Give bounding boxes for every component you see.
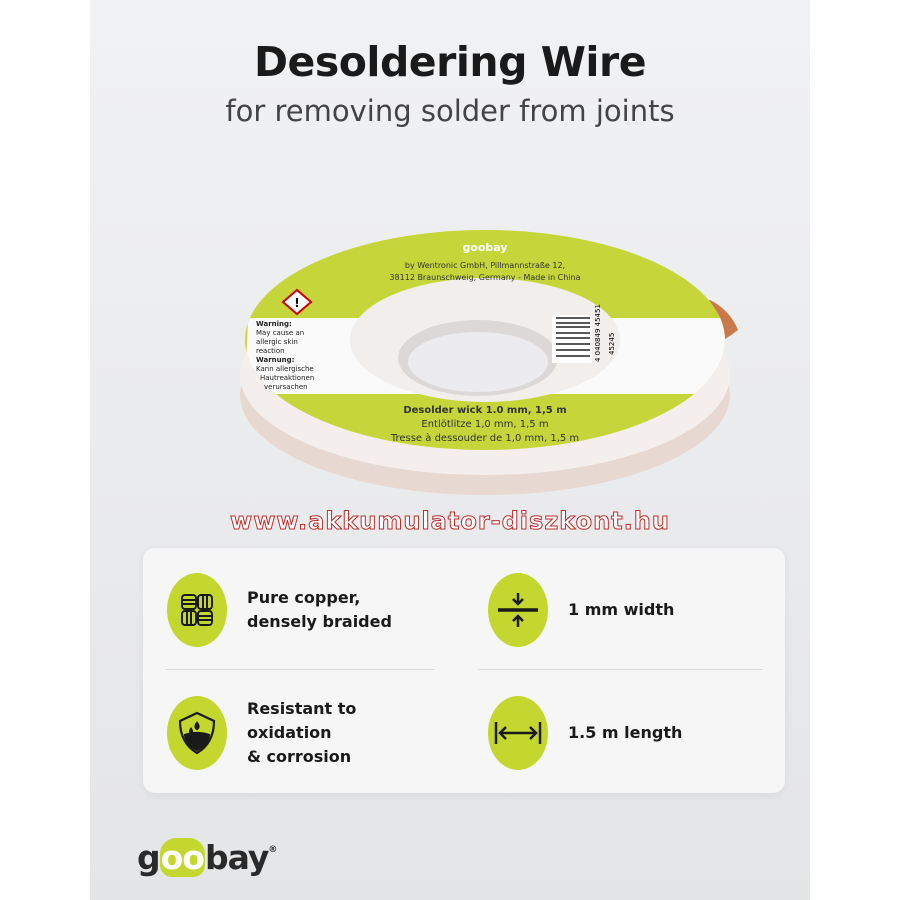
feature-text: Resistant to oxidation & corrosion [247, 699, 357, 766]
feature-resistant: Resistant to oxidation & corrosion [167, 696, 356, 770]
spool-maker: by Wentronic GmbH, Pillmannstraße 12, [405, 261, 565, 270]
svg-text:reaction: reaction [256, 347, 285, 355]
feature-text: 1.5 m length [568, 723, 683, 742]
spool-barcode-number: 4 040849 45451 [594, 304, 602, 362]
spool-address: 38112 Braunschweig, Germany - Made in Ch… [389, 273, 580, 282]
shield-drop-icon [167, 696, 227, 770]
svg-text:verursachen: verursachen [264, 383, 308, 391]
barcode [556, 317, 590, 357]
svg-text:Entlötlitze 1,0 mm, 1,5 m: Entlötlitze 1,0 mm, 1,5 m [421, 419, 548, 430]
goobay-logo: goobay® goobay [137, 838, 277, 877]
feature-text: 1 mm width [568, 600, 675, 619]
svg-text:Hautreaktionen: Hautreaktionen [260, 374, 314, 382]
page-subtitle: for removing solder from joints [225, 94, 675, 128]
width-arrows-icon [488, 573, 548, 647]
spool-product-label: Desolder wick 1.0 mm, 1,5 m Entlötlitze … [390, 405, 579, 444]
features-card: Pure copper, densely braided 1 mm width … [143, 548, 785, 793]
braid-icon [167, 573, 227, 647]
feature-length: 1.5 m length [488, 696, 682, 770]
page-title: Desoldering Wire [253, 38, 647, 86]
svg-text:Warnung:: Warnung: [256, 356, 295, 364]
feature-width: 1 mm width [488, 573, 674, 647]
feature-braided: Pure copper, densely braided [167, 573, 392, 647]
svg-text:allergic skin: allergic skin [256, 338, 298, 346]
length-arrow-icon [488, 696, 548, 770]
svg-text:Warning:: Warning: [256, 320, 292, 328]
svg-text:May cause an: May cause an [256, 329, 304, 337]
divider [478, 669, 763, 670]
feature-text: Pure copper, densely braided [247, 588, 392, 631]
svg-text:!: ! [294, 296, 299, 310]
svg-text:Desolder wick 1.0 mm, 1,5 m: Desolder wick 1.0 mm, 1,5 m [403, 405, 566, 416]
divider [165, 669, 435, 670]
hazard-icon [281, 288, 313, 316]
watermark: www.akkumulator-diszkont.hu [230, 507, 670, 536]
svg-text:Kann allergische: Kann allergische [256, 365, 314, 373]
svg-text:Tresse à dessouder de 1,0 mm,: Tresse à dessouder de 1,0 mm, 1,5 m [390, 432, 579, 444]
spool-brand: goobay [462, 241, 507, 254]
spool-article: 45245 [608, 333, 616, 355]
spool-warning: Warning: May cause an allergic skin reac… [256, 320, 314, 391]
